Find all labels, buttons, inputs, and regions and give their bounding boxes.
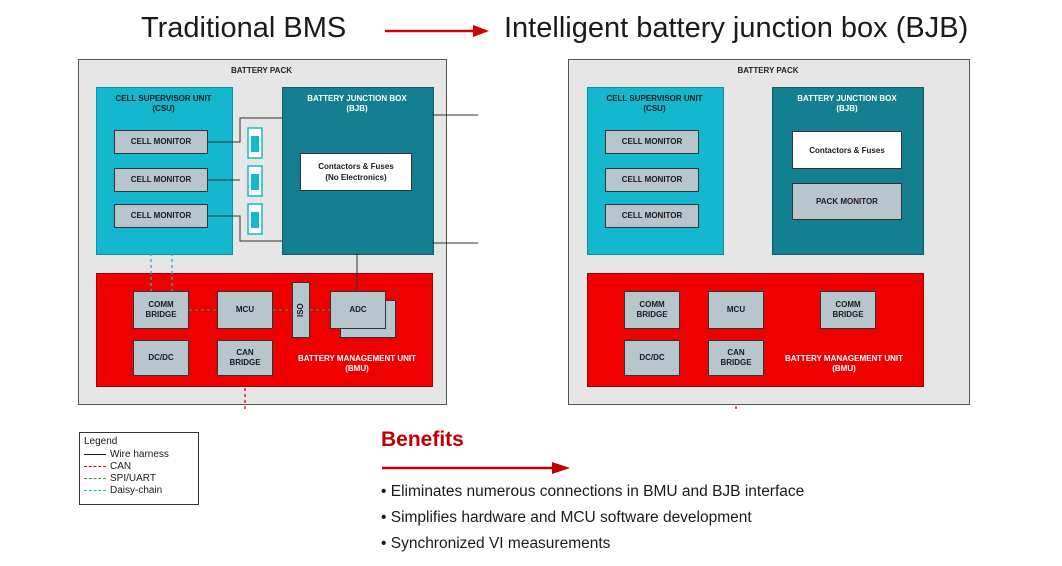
cell-monitor-right-1: CELL MONITOR <box>605 130 699 154</box>
battery-pack-label-left: BATTERY PACK <box>230 66 293 75</box>
legend-label: CAN <box>110 460 132 472</box>
legend-item-can: CAN <box>84 460 194 472</box>
cell-stack-left-icon <box>247 127 263 235</box>
legend-item-daisy-chain: Daisy-chain <box>84 484 194 496</box>
contactors-fuses-left: Contactors & Fuses (No Electronics) <box>300 153 412 191</box>
cell-monitor-left-2: CELL MONITOR <box>114 168 208 192</box>
comm-bridge-left: COMM BRIDGE <box>133 291 189 329</box>
csu-title-right: CELL SUPERVISOR UNIT (CSU) <box>606 94 703 113</box>
legend-label: Wire harness <box>110 448 169 460</box>
csu-title-left: CELL SUPERVISOR UNIT (CSU) <box>115 94 212 113</box>
comm-bridge-right-a: COMM BRIDGE <box>624 291 680 329</box>
battery-pack-label-right: BATTERY PACK <box>737 66 799 75</box>
cell-monitor-left-1: CELL MONITOR <box>114 130 208 154</box>
battery-junction-box-right <box>772 87 924 255</box>
legend-label: Daisy-chain <box>110 484 163 496</box>
bjb-title-left: BATTERY JUNCTION BOX (BJB) <box>307 94 407 113</box>
spi-uart-line-icon <box>84 477 106 479</box>
mcu-right: MCU <box>708 291 764 329</box>
adc-left: ADC <box>330 291 386 329</box>
benefits-title: Benefits <box>381 428 464 451</box>
dcdc-left: DC/DC <box>133 340 189 376</box>
cell-monitor-right-2: CELL MONITOR <box>605 168 699 192</box>
legend-title: Legend <box>84 436 118 447</box>
legend: Legend Wire harness CAN SPI/UART Daisy-c… <box>79 432 199 505</box>
cell-monitor-right-3: CELL MONITOR <box>605 204 699 228</box>
right-title: Intelligent battery junction box (BJB) <box>504 12 969 44</box>
legend-item-wire-harness: Wire harness <box>84 448 194 460</box>
mcu-left: MCU <box>217 291 273 329</box>
bmu-label-right: BATTERY MANAGEMENT UNIT (BMU) <box>784 354 904 373</box>
can-line-icon <box>84 465 106 467</box>
benefit-item-3: • Synchronized VI measurements <box>381 535 611 552</box>
benefit-item-2: • Simplifies hardware and MCU software d… <box>381 509 752 526</box>
benefits-arrow-icon <box>382 462 570 474</box>
daisy-chain-line-icon <box>84 489 106 491</box>
pack-monitor-right: PACK MONITOR <box>792 183 902 220</box>
legend-label: SPI/UART <box>110 472 156 484</box>
can-bridge-right: CAN BRIDGE <box>708 340 764 376</box>
dcdc-right: DC/DC <box>624 340 680 376</box>
benefit-item-1: • Eliminates numerous connections in BMU… <box>381 483 805 500</box>
cell-monitor-left-3: CELL MONITOR <box>114 204 208 228</box>
left-title: Traditional BMS <box>141 12 347 44</box>
contactors-fuses-right: Contactors & Fuses <box>792 131 902 169</box>
bmu-label-left: BATTERY MANAGEMENT UNIT (BMU) <box>297 354 417 373</box>
can-bridge-left: CAN BRIDGE <box>217 340 273 376</box>
bjb-title-right: BATTERY JUNCTION BOX (BJB) <box>797 94 897 113</box>
comm-bridge-right-b: COMM BRIDGE <box>820 291 876 329</box>
wire-harness-line-icon <box>84 453 106 455</box>
transition-arrow-icon <box>385 25 489 37</box>
legend-item-spi-uart: SPI/UART <box>84 472 194 484</box>
